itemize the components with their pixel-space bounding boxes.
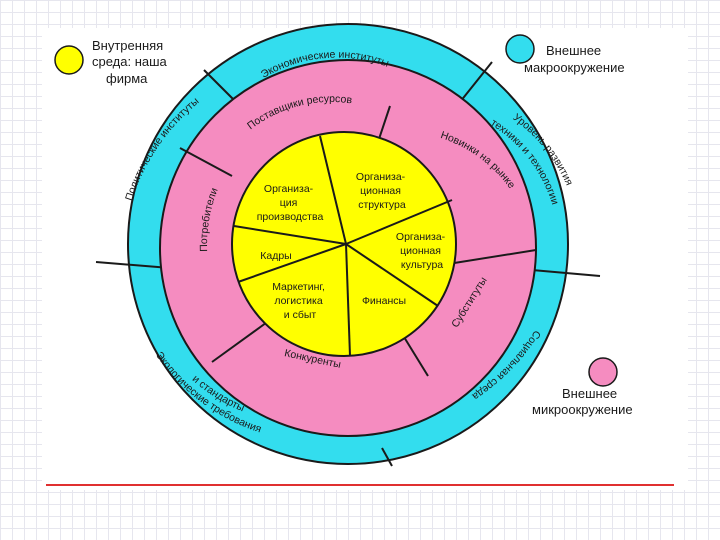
legend-micro-label: Внешнее микроокружение (532, 386, 633, 417)
core-marketing-label: Маркетинг, логистика и сбыт (272, 281, 328, 321)
legend-inner-label: Внутренняя среда: наша фирма (92, 38, 170, 86)
legend-micro-marker (588, 357, 618, 387)
core-culture-label: Организа- ционная культура (396, 231, 448, 271)
legend-macro-marker (505, 34, 535, 64)
core-finance-label: Финансы (362, 295, 406, 307)
slide-rule (46, 484, 674, 486)
legend-macro-label: Внешнее макроокружение (524, 43, 625, 75)
legend-inner-marker (54, 45, 84, 75)
core-personnel-label: Кадры (260, 250, 291, 262)
core-dividers (233, 135, 453, 357)
core-structure-label: Организа- ционная структура (356, 171, 408, 211)
core-production-label: Организа- ция производства (257, 183, 324, 223)
